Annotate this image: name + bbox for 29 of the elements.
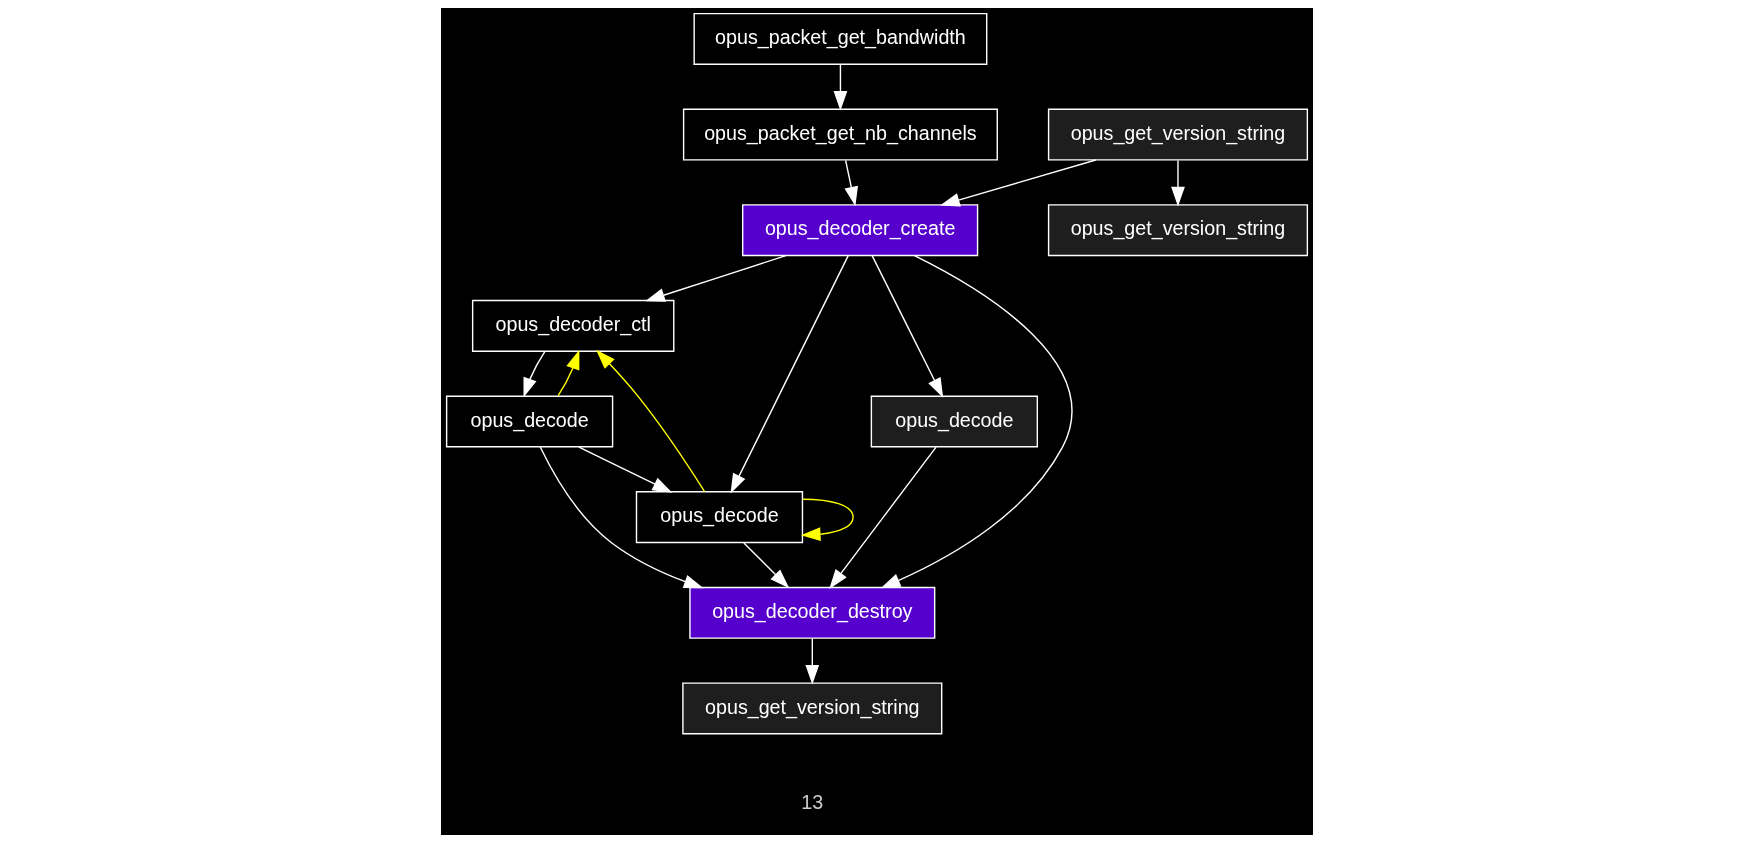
node-box: opus_get_version_string [682, 682, 943, 735]
arrow [523, 350, 546, 398]
node-box: opus_packet_get_bandwidth [693, 12, 988, 65]
arrow [829, 446, 937, 589]
node-box: opus_decode [445, 395, 614, 448]
arrow [805, 637, 820, 685]
arrow [940, 159, 1097, 207]
arrow [730, 255, 849, 494]
arrow [1171, 159, 1185, 207]
arrow [578, 446, 673, 493]
arrow [844, 159, 859, 207]
node-box: opus_packet_get_nb_channels [682, 108, 998, 161]
node-box: opus_decoder_destroy [689, 586, 936, 639]
node-box: opus_get_version_string [1047, 204, 1309, 257]
node-box: opus_decode [635, 491, 804, 544]
node-box: opus_decode [870, 395, 1039, 448]
arrow [880, 254, 1073, 589]
arrow [800, 498, 854, 542]
node-box: opus_get_version_string [1047, 108, 1309, 161]
node-box: opus_decoder_create [741, 204, 979, 257]
node-box: opus_decoder_ctl [471, 299, 675, 352]
arrow [645, 254, 787, 302]
arrow [833, 64, 848, 111]
arrow [596, 349, 706, 493]
arrow [743, 542, 790, 589]
arrow [871, 255, 944, 398]
arrow [557, 349, 580, 397]
arrow [539, 446, 704, 589]
label: 13 [801, 791, 824, 814]
